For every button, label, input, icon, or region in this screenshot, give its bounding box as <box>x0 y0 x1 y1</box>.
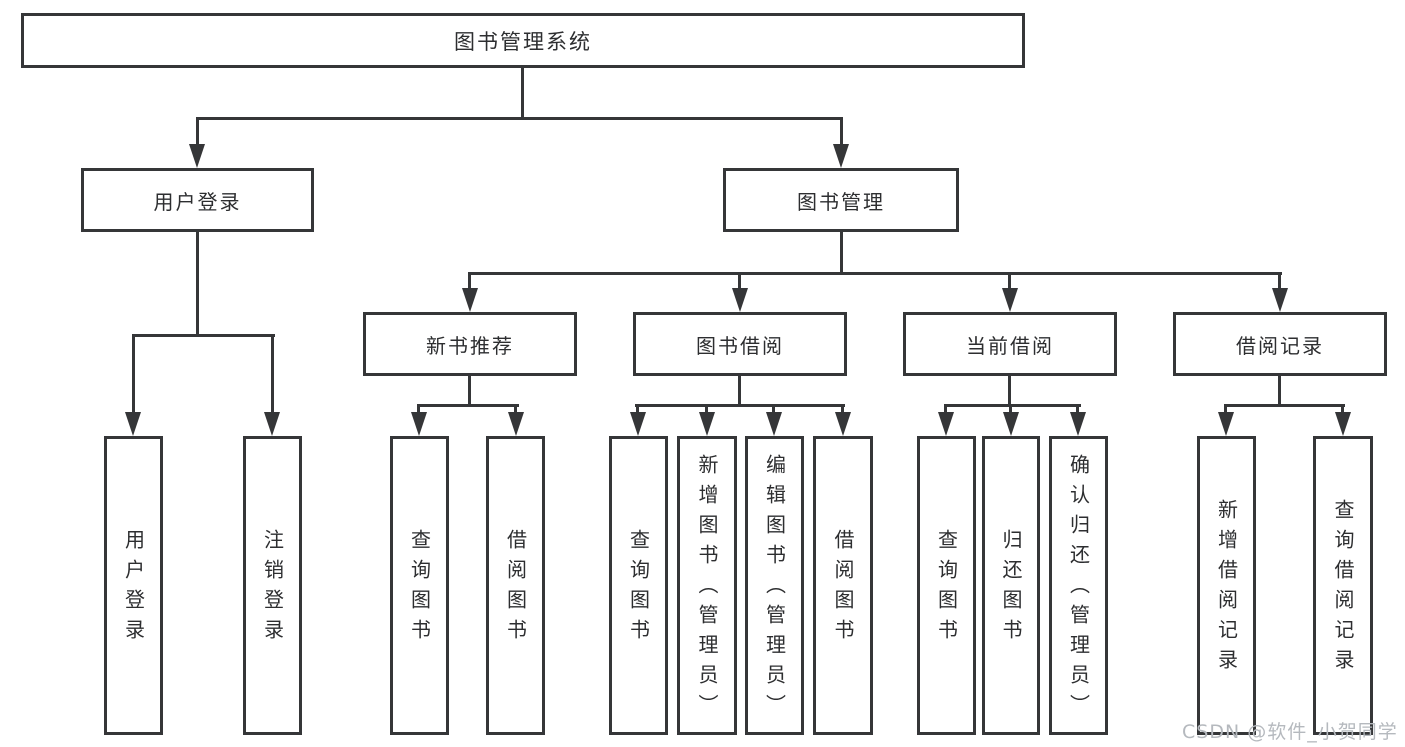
connector-line <box>468 272 1282 275</box>
node-user-login: 用户登录 <box>81 168 314 232</box>
leaf-borrow-books-borrowing-label: 借阅图书 <box>831 528 855 649</box>
connector-line <box>196 232 199 336</box>
node-new-book-recommendation-label: 新书推荐 <box>426 333 514 358</box>
node-current-borrowing-label: 当前借阅 <box>966 333 1054 358</box>
leaf-borrow-books-recommend-label: 借阅图书 <box>503 528 528 649</box>
leaf-logout: 注销登录 <box>243 436 302 735</box>
leaf-query-borrow-record: 查询借阅记录 <box>1313 436 1373 735</box>
connector-line <box>468 272 471 291</box>
connector-line <box>514 404 517 416</box>
arrowhead <box>835 412 851 436</box>
connector-line <box>271 334 274 416</box>
node-book-borrowing-label: 图书借阅 <box>696 333 784 358</box>
leaf-query-books-recommend-label: 查询图书 <box>407 528 432 649</box>
connector-line <box>944 404 1081 407</box>
arrowhead <box>766 412 782 436</box>
connector-line <box>1008 272 1011 291</box>
arrowhead <box>732 288 748 312</box>
connector-line <box>840 117 843 147</box>
arrowhead <box>1070 412 1086 436</box>
node-borrowing-records: 借阅记录 <box>1173 312 1387 376</box>
connector-line <box>132 334 275 337</box>
connector-line <box>1008 376 1011 407</box>
arrowhead <box>462 288 478 312</box>
connector-line <box>738 376 741 407</box>
node-book-management-label: 图书管理 <box>797 189 885 214</box>
connector-line <box>1224 404 1345 407</box>
leaf-edit-book-admin: 编辑图书（管理员） <box>745 436 804 735</box>
watermark: CSDN @软件_小贺同学 <box>1182 721 1398 743</box>
arrowhead <box>699 412 715 436</box>
arrowhead <box>1218 412 1234 436</box>
arrowhead <box>833 144 849 168</box>
leaf-add-book-admin: 新增图书（管理员） <box>677 436 737 735</box>
connector-line <box>705 404 708 416</box>
arrowhead <box>189 144 205 168</box>
leaf-query-books-recommend: 查询图书 <box>390 436 449 735</box>
leaf-confirm-return-admin-label: 确认归还（管理员） <box>1066 453 1091 724</box>
node-root: 图书管理系统 <box>21 13 1025 68</box>
connector-line <box>1278 272 1281 291</box>
connector-line <box>417 404 420 416</box>
connector-line <box>468 376 471 407</box>
arrowhead <box>411 412 427 436</box>
arrowhead <box>508 412 524 436</box>
node-book-borrowing: 图书借阅 <box>633 312 847 376</box>
node-book-management: 图书管理 <box>723 168 959 232</box>
arrowhead <box>1002 288 1018 312</box>
node-new-book-recommendation: 新书推荐 <box>363 312 577 376</box>
leaf-logout-label: 注销登录 <box>260 528 285 649</box>
leaf-query-books-current-label: 查询图书 <box>934 528 959 649</box>
leaf-borrow-books-recommend: 借阅图书 <box>486 436 545 735</box>
connector-line <box>636 404 639 416</box>
node-borrowing-records-label: 借阅记录 <box>1236 333 1324 358</box>
leaf-query-books-borrowing-label: 查询图书 <box>626 528 651 649</box>
leaf-borrow-books-borrowing: 借阅图书 <box>813 436 873 735</box>
leaf-edit-book-admin-label: 编辑图书（管理员） <box>762 453 787 724</box>
node-root-label: 图书管理系统 <box>454 29 592 54</box>
leaf-add-borrow-record-label: 新增借阅记录 <box>1214 498 1239 679</box>
connector-line <box>635 404 845 407</box>
connector-line <box>1278 376 1281 407</box>
arrowhead <box>125 412 141 436</box>
arrowhead <box>1272 288 1288 312</box>
connector-line <box>841 404 844 416</box>
connector-line <box>1224 404 1227 416</box>
connector-line <box>840 232 843 274</box>
leaf-query-books-current: 查询图书 <box>917 436 976 735</box>
connector-line <box>738 272 741 291</box>
leaf-add-borrow-record: 新增借阅记录 <box>1197 436 1256 735</box>
arrowhead <box>1335 412 1351 436</box>
connector-line <box>944 404 947 416</box>
leaf-user-login-label: 用户登录 <box>121 528 146 649</box>
connector-line <box>132 334 135 416</box>
arrowhead <box>630 412 646 436</box>
node-current-borrowing: 当前借阅 <box>903 312 1117 376</box>
leaf-return-books: 归还图书 <box>982 436 1040 735</box>
arrowhead <box>938 412 954 436</box>
leaf-confirm-return-admin: 确认归还（管理员） <box>1049 436 1108 735</box>
connector-line <box>196 117 843 120</box>
connector-line <box>772 404 775 416</box>
arrowhead <box>264 412 280 436</box>
leaf-user-login: 用户登录 <box>104 436 163 735</box>
leaf-query-borrow-record-label: 查询借阅记录 <box>1331 498 1355 679</box>
node-user-login-label: 用户登录 <box>153 189 242 214</box>
leaf-add-book-admin-label: 新增图书（管理员） <box>695 453 719 724</box>
connector-line <box>1076 404 1079 416</box>
connector-line <box>417 404 519 407</box>
connector-line <box>196 117 199 147</box>
connector-line <box>1009 404 1012 416</box>
leaf-query-books-borrowing: 查询图书 <box>609 436 668 735</box>
connector-line <box>1341 404 1344 416</box>
leaf-return-books-label: 归还图书 <box>999 528 1023 649</box>
connector-line <box>521 68 524 119</box>
arrowhead <box>1003 412 1019 436</box>
